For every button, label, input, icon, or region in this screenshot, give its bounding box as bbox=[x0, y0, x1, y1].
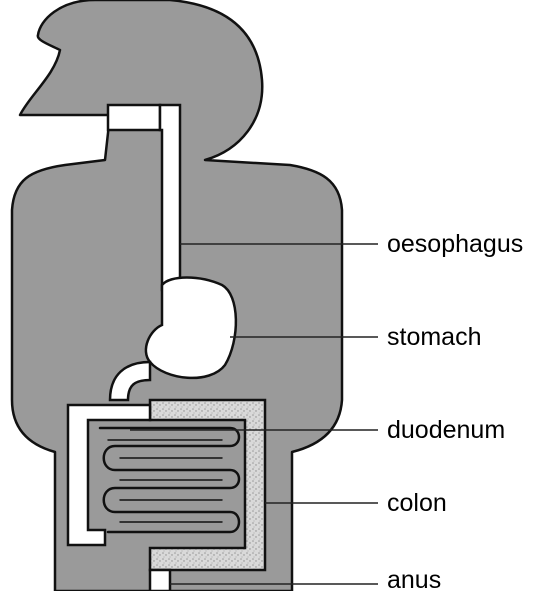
label-colon: colon bbox=[387, 491, 447, 516]
mouth bbox=[108, 105, 160, 130]
anus-opening bbox=[150, 570, 170, 591]
label-stomach: stomach bbox=[387, 325, 481, 350]
label-oesophagus: oesophagus bbox=[387, 232, 523, 257]
label-anus: anus bbox=[387, 568, 441, 593]
label-duodenum: duodenum bbox=[387, 418, 505, 443]
oesophagus-tube bbox=[160, 105, 180, 290]
